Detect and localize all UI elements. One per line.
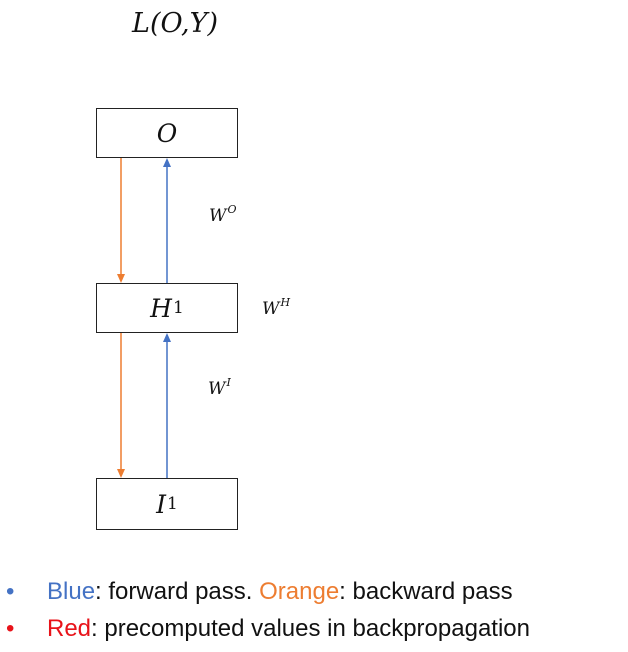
hidden-node-subscript: 1 xyxy=(172,298,184,318)
backward-arrowhead-hidden xyxy=(117,274,125,283)
hidden-node-label: H xyxy=(150,293,172,323)
legend-bullet-2: • xyxy=(6,615,15,642)
forward-arrowhead-hidden xyxy=(163,333,171,342)
weight-hidden-label: WH xyxy=(262,296,290,319)
legend-item-forward-backward: • Blue: forward pass. Orange: backward pa… xyxy=(6,578,513,606)
legend-backward-text: : backward pass xyxy=(339,578,513,605)
output-node: O xyxy=(96,108,238,158)
backward-arrowhead-input xyxy=(117,469,125,478)
legend-orange-word: Orange xyxy=(259,578,340,605)
weight-input-label: WI xyxy=(208,376,231,399)
output-node-label: O xyxy=(156,118,178,148)
legend-bullet-1: • xyxy=(6,578,15,605)
legend-blue-word: Blue xyxy=(47,578,96,605)
legend-forward-text: : forward pass. xyxy=(95,578,260,605)
input-node-label: I xyxy=(156,489,167,519)
weight-hidden-sup: H xyxy=(280,296,291,309)
forward-arrowhead-output xyxy=(163,158,171,167)
weight-output-label: WO xyxy=(209,203,237,226)
weight-input-base: W xyxy=(208,379,226,399)
loss-title: L(O,Y) xyxy=(132,8,218,39)
weight-output-sup: O xyxy=(227,203,237,216)
legend-item-precomputed: • Red: precomputed values in backpropagat… xyxy=(6,615,530,643)
weight-input-sup: I xyxy=(226,376,231,389)
weight-hidden-base: W xyxy=(262,299,280,319)
weight-output-base: W xyxy=(209,206,227,226)
input-node-subscript: 1 xyxy=(167,494,178,514)
legend-precomputed-text: : precomputed values in backpropagation xyxy=(91,615,530,642)
legend-red-word: Red xyxy=(47,615,92,642)
